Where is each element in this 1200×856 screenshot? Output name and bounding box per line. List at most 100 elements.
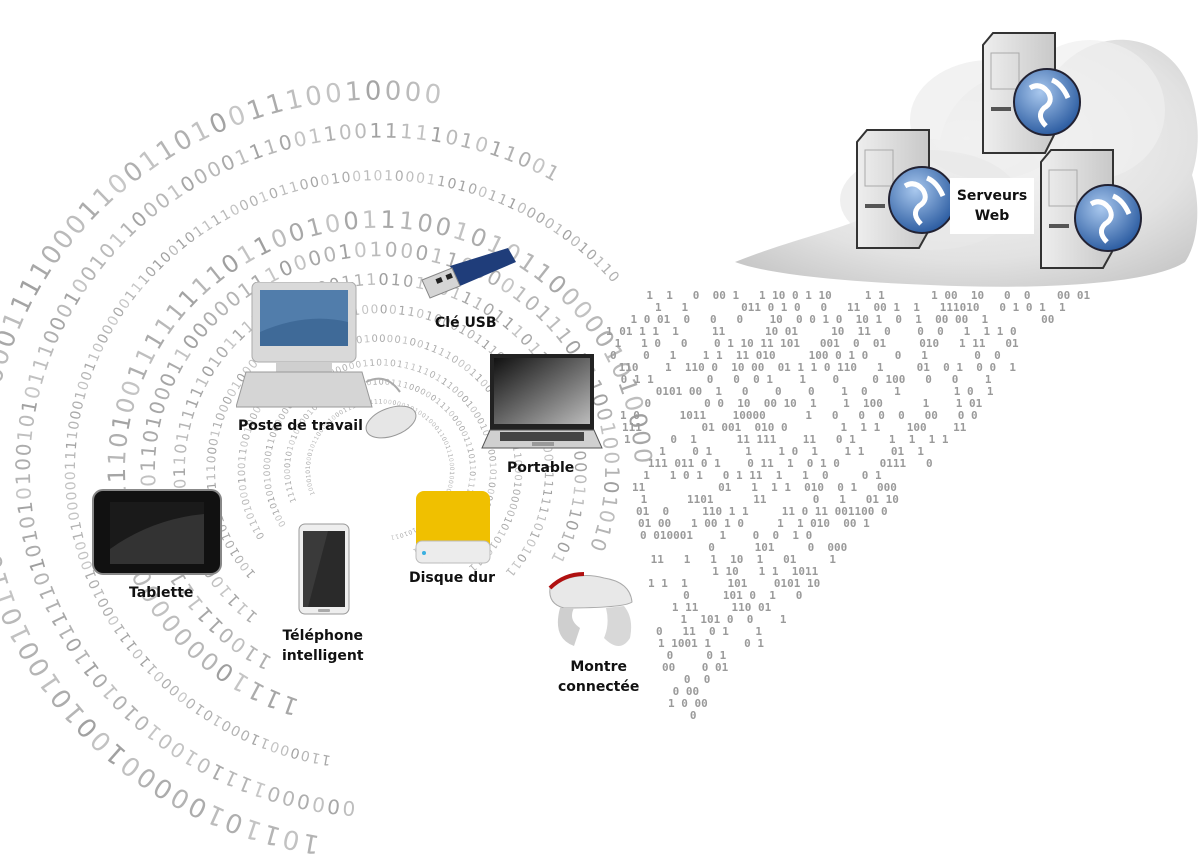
binary-digit: 0 <box>413 384 421 394</box>
binary-digit: 0 <box>379 334 386 345</box>
binary-digit: 1 <box>435 173 447 190</box>
binary-digit: 1 <box>486 475 496 482</box>
binary-digit: 1 <box>429 344 439 357</box>
binary-digit: 0 <box>237 462 248 469</box>
binary-digit: 1 <box>542 471 556 479</box>
binary-digit: 0 <box>306 478 314 483</box>
binary-digit: 1 <box>439 377 449 388</box>
binary-digit: 0 <box>599 480 624 495</box>
binary-rain-row: 01 0 110 1 1 11 0 11 001100 0 <box>636 505 888 518</box>
binary-digit: 0 <box>334 411 341 419</box>
binary-digit: 1 <box>304 212 326 243</box>
binary-rain-row: 1 1 0 1 0 1 11 1 1 0 0 1 <box>630 469 922 482</box>
binary-digit: 1 <box>567 496 587 509</box>
usb-key-label: Clé USB <box>435 315 497 331</box>
binary-rain-row: 1 0 01 0 0 0 10 0 0 1 0 10 1 0 1 00 00 1… <box>604 313 1068 326</box>
binary-digit: 1 <box>402 361 410 372</box>
binary-digit: 0 <box>423 79 443 111</box>
binary-digit: 1 <box>289 433 299 441</box>
binary-digit: 0 <box>281 406 293 417</box>
binary-digit: 0 <box>468 471 477 476</box>
binary-digit: 1 <box>11 472 35 485</box>
binary-digit: 0 <box>389 302 398 317</box>
binary-digit: 1 <box>487 462 497 468</box>
binary-digit: 0 <box>467 453 477 459</box>
binary-digit: 0 <box>306 482 314 487</box>
binary-digit: 1 <box>465 447 475 454</box>
binary-digit: 0 <box>453 419 463 428</box>
binary-rain-row: 1 11 110 01 <box>652 601 798 614</box>
binary-digit: 1 <box>542 463 556 471</box>
binary-rain-row: 11 1 1 10 1 01 1 <box>644 553 843 566</box>
binary-digit: 0 <box>471 411 483 421</box>
binary-digit: 1 <box>307 123 324 149</box>
binary-digit: 1 <box>384 168 393 184</box>
binary-digit: 1 <box>288 179 301 197</box>
binary-digit: 0 <box>415 306 426 321</box>
binary-digit: 0 <box>241 433 253 442</box>
binary-digit: 0 <box>432 425 440 432</box>
binary-digit: 1 <box>204 481 219 490</box>
binary-digit: 1 <box>107 413 137 433</box>
binary-digit: 1 <box>311 439 319 446</box>
binary-digit: 1 <box>409 363 417 374</box>
servers-label-line2: Web <box>974 208 1010 224</box>
binary-digit: 1 <box>467 459 476 465</box>
binary-digit: 0 <box>204 455 218 464</box>
binary-digit: 1 <box>267 495 278 503</box>
binary-digit: 0 <box>75 379 93 392</box>
binary-digit: 1 <box>271 507 282 516</box>
binary-digit: 1 <box>372 377 378 386</box>
binary-rain-row: 0 <box>670 709 697 722</box>
binary-digit: 0 <box>309 174 321 192</box>
hard-disk-icon <box>415 491 491 564</box>
binary-digit: 1 <box>63 451 79 461</box>
binary-digit: 0 <box>342 796 357 821</box>
binary-digit: 0 <box>447 479 455 484</box>
binary-rain-row: 0 0 1 1 1 11 010 100 0 1 0 0 1 0 0 <box>610 349 1034 362</box>
usb-key-icon <box>421 248 516 299</box>
binary-digit: 0 <box>484 487 495 495</box>
binary-digit: 1 <box>17 528 43 545</box>
binary-digit: 1 <box>170 467 189 477</box>
binary-digit: 1 <box>436 347 447 360</box>
binary-digit: 0 <box>352 169 362 186</box>
binary-digit: 1 <box>486 539 499 551</box>
binary-digit: 1 <box>421 367 430 378</box>
binary-digit: 0 <box>594 508 620 525</box>
binary-digit: 1 <box>322 121 338 147</box>
binary-digit: 0 <box>295 789 313 815</box>
binary-digit: 1 <box>300 827 322 856</box>
binary-digit: 1 <box>433 396 443 406</box>
binary-digit: 1 <box>411 526 418 534</box>
binary-digit: 0 <box>461 362 473 375</box>
binary-digit: 0 <box>510 488 522 496</box>
binary-digit: 0 <box>504 508 516 518</box>
binary-digit: 0 <box>0 363 11 387</box>
binary-digit: 1 <box>284 480 294 486</box>
binary-digit: 0 <box>440 436 448 443</box>
binary-digit: 1 <box>433 373 443 385</box>
binary-digit: 1 <box>540 488 555 498</box>
binary-digit: 1 <box>263 88 287 121</box>
binary-digit: 0 <box>301 412 311 422</box>
binary-digit: 0 <box>355 360 363 371</box>
binary-digit: 0 <box>424 390 433 400</box>
binary-digit: 0 <box>454 389 465 400</box>
binary-digit: 1 <box>398 206 416 235</box>
binary-digit: 0 <box>512 467 523 473</box>
binary-digit: 1 <box>305 474 312 479</box>
binary-digit: 0 <box>386 334 393 345</box>
binary-digit: 0 <box>269 501 280 510</box>
binary-digit: 0 <box>455 358 467 371</box>
binary-digit: 1 <box>423 415 431 423</box>
binary-digit: 1 <box>438 432 446 439</box>
binary-digit: 0 <box>420 412 427 420</box>
binary-digit: 1 <box>422 341 432 354</box>
binary-digit: 0 <box>570 450 590 462</box>
binary-digit: 1 <box>310 749 322 767</box>
binary-digit: 0 <box>429 393 438 403</box>
binary-digit: 0 <box>426 418 434 426</box>
binary-digit: 0 <box>205 446 220 455</box>
binary-digit: 0 <box>432 212 454 243</box>
